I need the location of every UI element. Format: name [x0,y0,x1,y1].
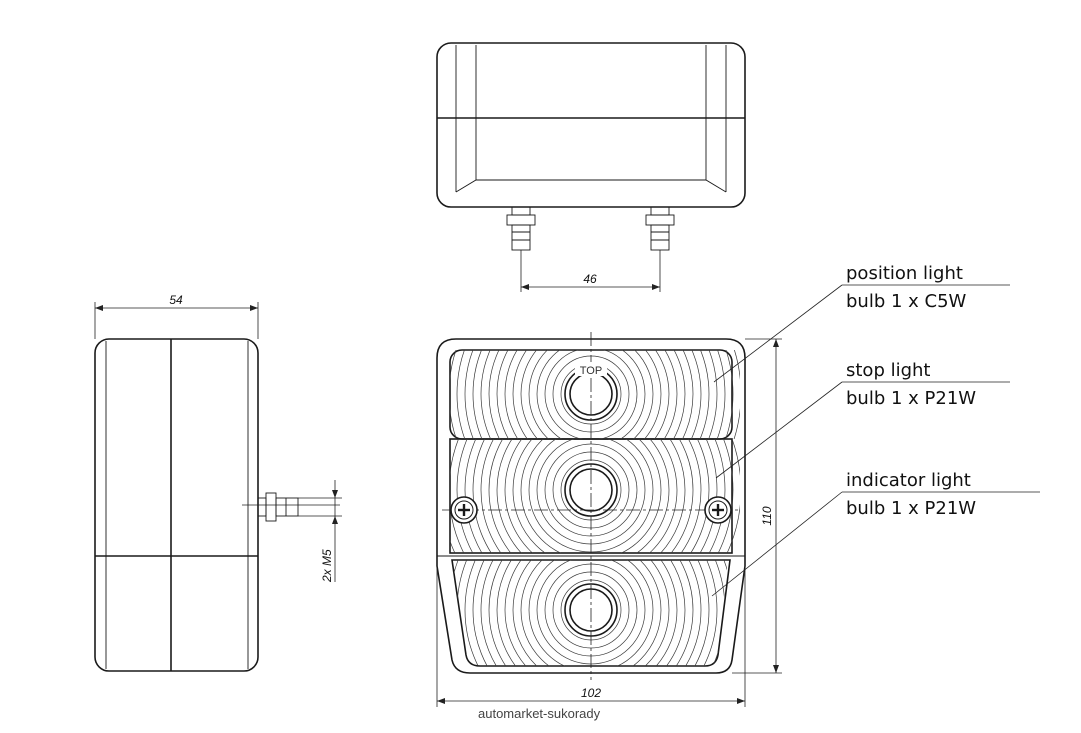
dimension-102-label: 102 [581,686,601,700]
top-view-outline [436,42,746,208]
callout-indicator-light: indicator light bulb 1 x P21W [711,470,1040,597]
dimension-54: 54 [94,293,259,339]
dimension-46-label: 46 [583,272,597,286]
front-view: TOP 110 102 [436,332,782,707]
callout-position-title: position light [846,263,963,284]
callout-indicator-bulb: bulb 1 x P21W [846,498,976,519]
dimension-54-label: 54 [169,293,183,307]
callout-position-bulb: bulb 1 x C5W [846,291,967,312]
dimension-46: 46 [520,250,661,292]
lens-indicator [451,559,731,667]
dimension-thread: 2x M5 [298,480,342,583]
dimension-110: 110 [732,338,782,674]
dimension-102: 102 [436,566,746,707]
dimension-110-label: 110 [760,506,774,525]
screw-right-icon [704,496,732,524]
side-stud [242,492,340,522]
stud-left [506,206,536,251]
callout-indicator-title: indicator light [846,470,971,491]
stud-right [645,206,675,251]
callout-stop-title: stop light [846,360,931,381]
screw-left-icon [450,496,478,524]
side-view-outline [94,338,259,672]
credit-text: automarket-sukorady [478,706,601,721]
dimension-thread-label: 2x M5 [320,549,334,583]
callout-position-light: position light bulb 1 x C5W [713,263,1010,383]
side-view: 54 2x M5 [94,293,342,672]
top-view: 46 [436,42,746,292]
lens-top-marking: TOP [580,365,602,377]
callout-stop-bulb: bulb 1 x P21W [846,388,976,409]
callout-stop-light: stop light bulb 1 x P21W [715,360,1010,479]
housing-outline [436,338,746,674]
